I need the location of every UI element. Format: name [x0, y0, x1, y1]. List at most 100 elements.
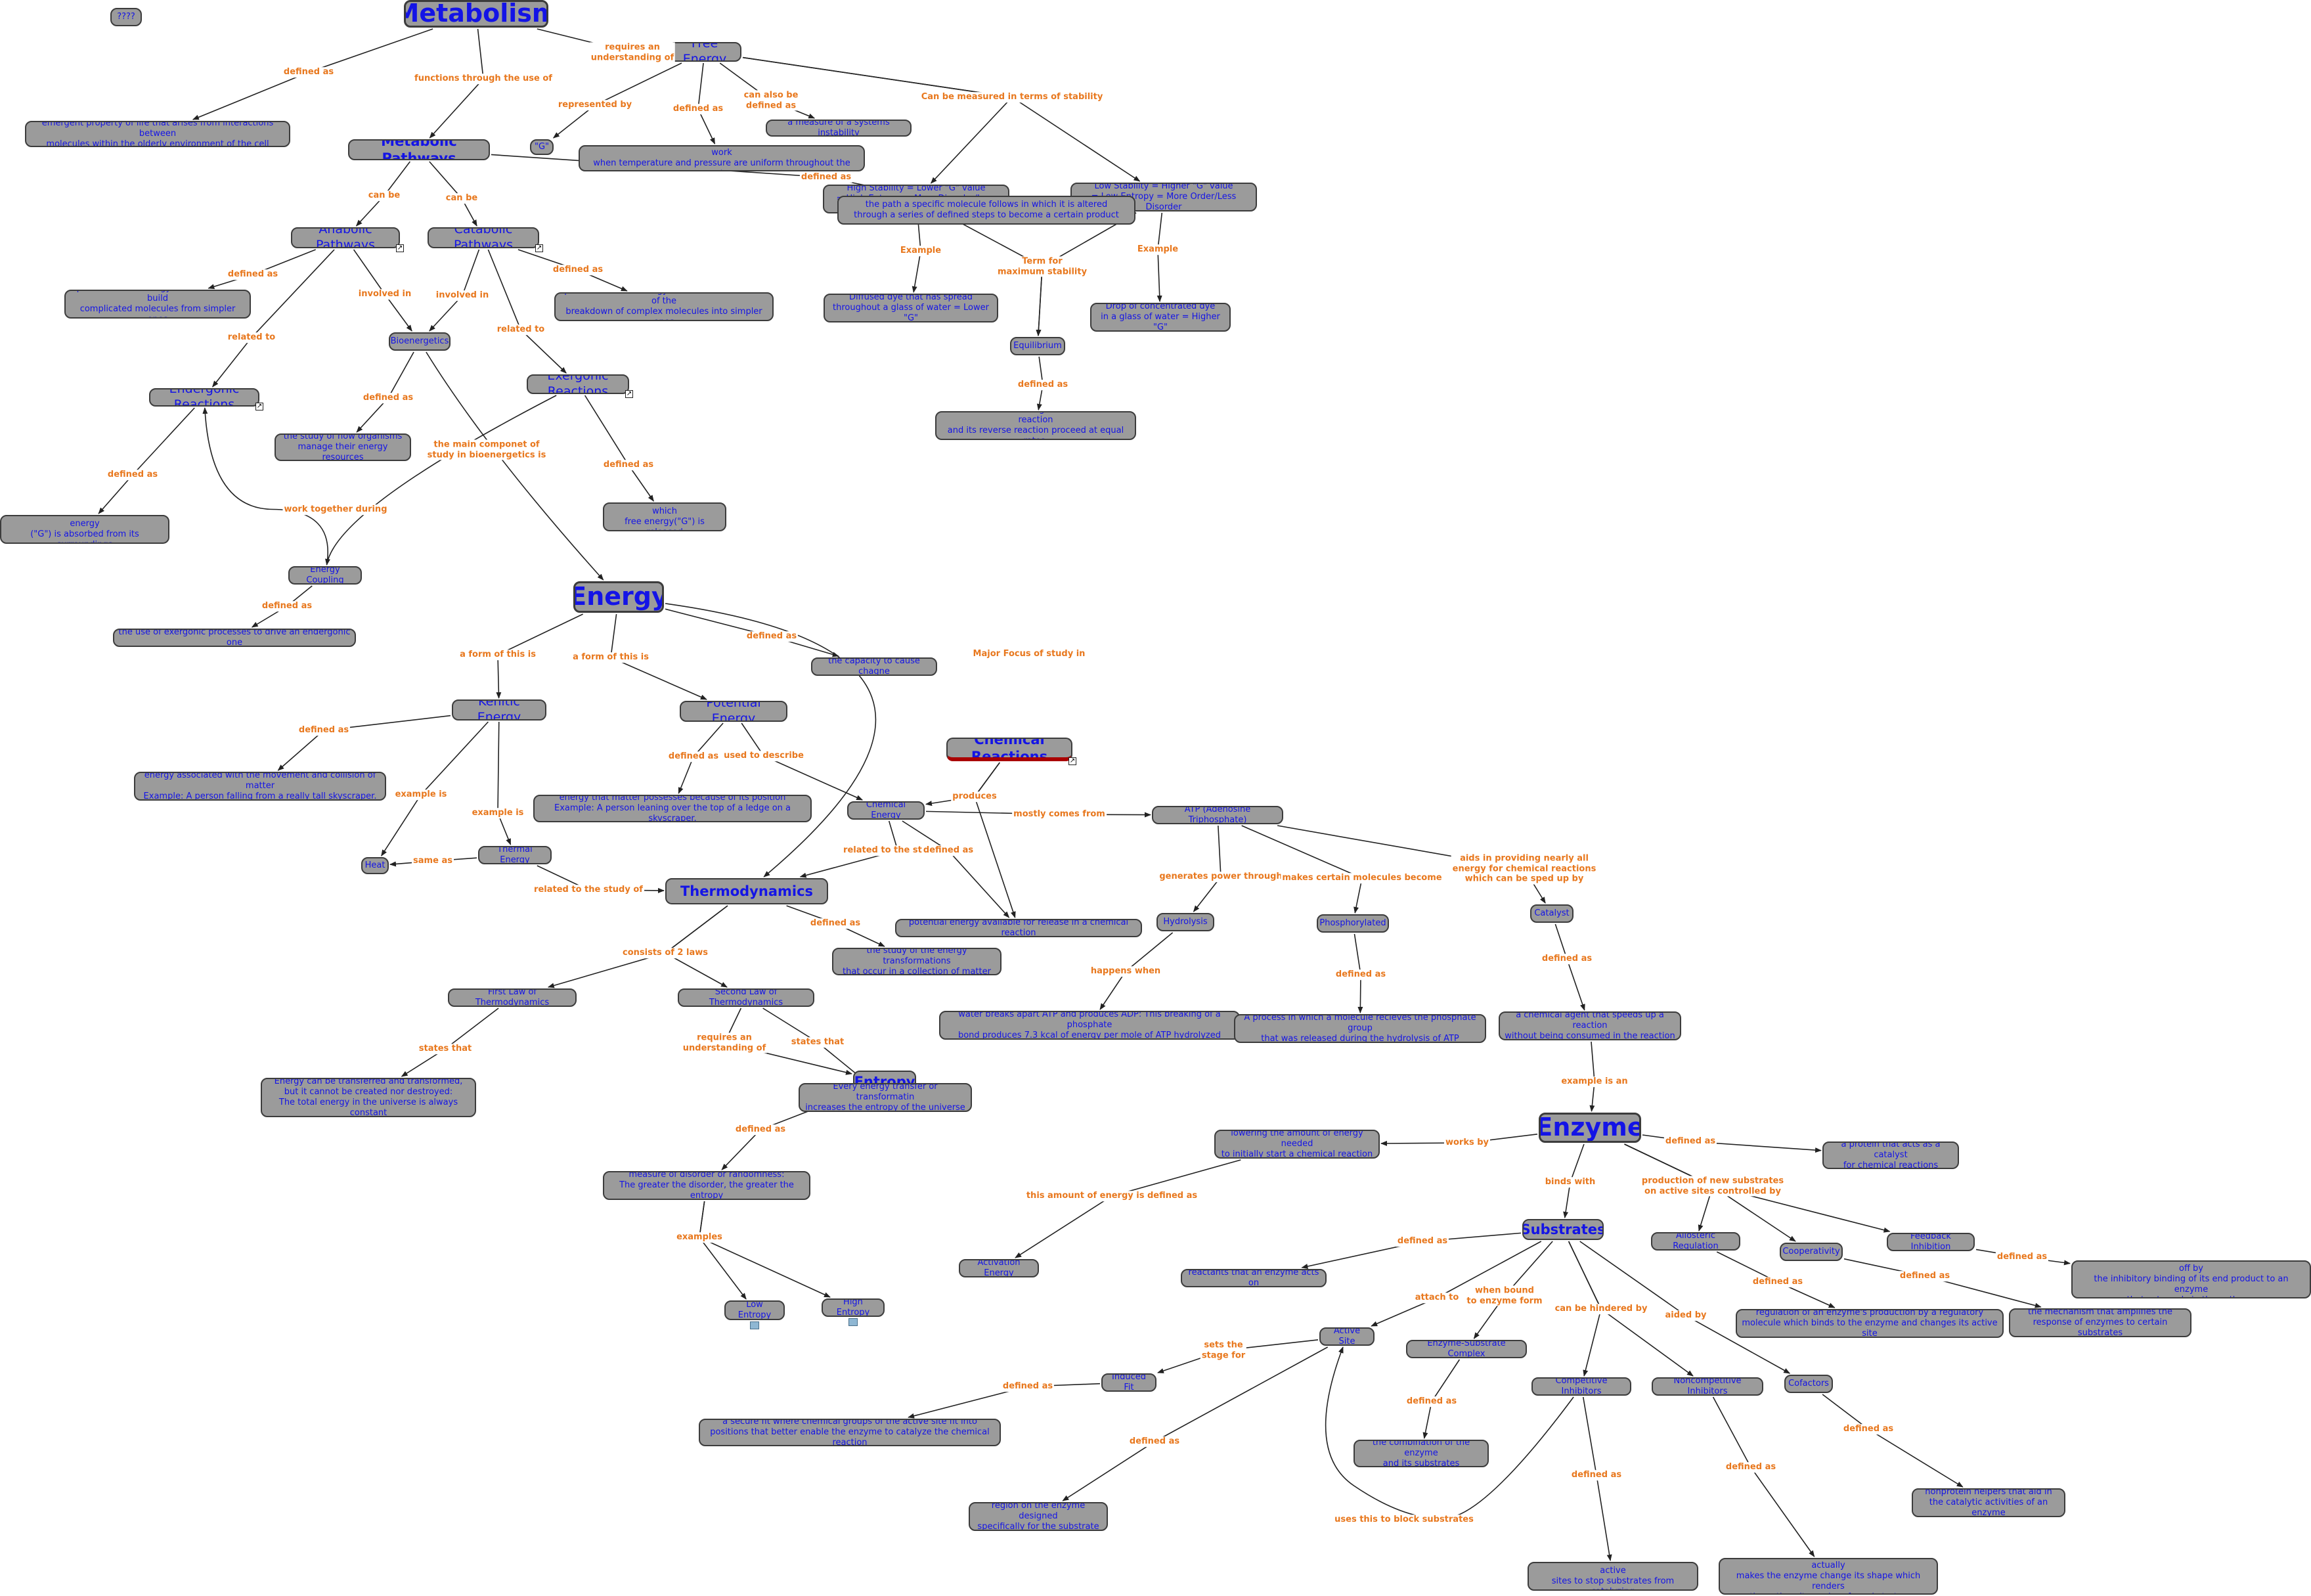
concept-node-endergonic[interactable]: Endergonic Reactions [149, 388, 259, 407]
concept-node-process-released[interactable]: process in which energy is released as a… [554, 292, 774, 321]
concept-node-competitive[interactable]: Competitive Inhibitors [1531, 1377, 1631, 1396]
concept-node-noncompetitive[interactable]: Noncompetitive Inhibitors [1652, 1377, 1763, 1396]
concept-node-study-how[interactable]: the study of how organisms manage their … [275, 433, 411, 461]
concept-node-metabolism[interactable]: Metabolism [404, 0, 548, 28]
concept-node-diffused-dye[interactable]: Diffused dye that has spread throughout … [824, 294, 998, 322]
concept-node-chem-agent[interactable]: a chemical agent that speeds up a reacti… [1499, 1011, 1681, 1040]
concept-node-enzyme[interactable]: Enzyme [1539, 1113, 1641, 1143]
concept-node-reactants[interactable]: reactants that an enzyme acts on [1181, 1269, 1327, 1287]
concept-node-thermodynamics[interactable]: Thermodynamics [665, 878, 828, 904]
concept-node-study-transform[interactable]: the study of the energy transformations … [832, 948, 1001, 975]
concept-node-condition[interactable]: the condition existing when a chemical r… [935, 411, 1136, 440]
link-shortcut-icon[interactable]: ↗ [625, 390, 633, 398]
concept-node-catalyst[interactable]: Catalyst [1530, 904, 1574, 923]
concept-node-measure-instability[interactable]: a measure of a systems instability [766, 120, 912, 137]
concept-node-measure-disorder[interactable]: measure of disorder or randomness: The g… [603, 1171, 810, 1200]
link-label-used: used to describe [722, 751, 805, 761]
concept-node-lowering[interactable]: lowering the amount of energy needed to … [1214, 1130, 1380, 1159]
concept-node-energy-coupling[interactable]: Energy Coupling [288, 566, 362, 585]
link-label-example2: Example [1135, 244, 1180, 255]
concept-node-region[interactable]: region on the enzyme designed specifical… [969, 1502, 1108, 1531]
concept-node-secure-fit[interactable]: a secure fit where chemical groups of th… [699, 1419, 1001, 1446]
concept-node-potential-def[interactable]: energy that matter possesses because of … [533, 795, 812, 822]
link-label-related2: related to [495, 324, 546, 335]
concept-node-allosteric[interactable]: Allosteric Regulation [1651, 1232, 1740, 1251]
link-label-sets: sets the stage for [1200, 1340, 1247, 1361]
concept-node-induced-fit[interactable]: Induced Fit [1101, 1373, 1156, 1392]
link-shortcut-icon[interactable]: ↗ [535, 244, 543, 252]
concept-node-es-complex[interactable]: Enzyme-Substrate Complex [1406, 1340, 1527, 1358]
concept-node-exergonic[interactable]: Exergonic Reactions [527, 374, 629, 394]
link-label-defined-eq: defined as [1016, 380, 1070, 390]
concept-node-chemical-reactions[interactable]: Chemical Reactions [946, 738, 1072, 761]
concept-node-chemical-energy[interactable]: Chemical Energy [847, 801, 925, 820]
link-label-produces: produces [951, 791, 998, 802]
link-label-defined-ce: defined as [921, 845, 975, 856]
concept-node-regulation-def[interactable]: regulation of an enzyme's production by … [1736, 1309, 2004, 1338]
concept-node-measure-portion[interactable]: a measure of the portion of a system's e… [579, 145, 865, 171]
concept-node-equilibrium[interactable]: Equilibrium [1010, 337, 1065, 355]
link-label-uses: uses this to block substrates [1333, 1515, 1475, 1525]
concept-node-chem-released[interactable]: chemical reactions in which free energy(… [603, 502, 726, 531]
concept-node-low-entropy[interactable]: Low Entropy [724, 1300, 785, 1320]
link-shortcut-icon[interactable]: ↗ [396, 244, 404, 252]
concept-node-chem-absorbed[interactable]: chemical reactions in which free energy … [0, 515, 169, 544]
concept-node-anabolic[interactable]: Anabolic Pathways [291, 227, 400, 248]
concept-node-capacity[interactable]: the capacity to cause chagne [811, 657, 937, 676]
link-label-related-td2: related to the study of [533, 885, 644, 895]
concept-node-bioenergetics[interactable]: Bioenergetics [389, 332, 451, 351]
link-label-requires-ent: requires an understanding of [681, 1032, 768, 1053]
concept-node-every-transfer[interactable]: Every energy transfer or transformatin i… [799, 1083, 972, 1112]
concept-node-metabolic-pathways[interactable]: Metabolic Pathways [348, 139, 490, 160]
connector-bioenergetics-to-study-how [356, 351, 414, 433]
concept-node-potential[interactable]: Potential Energy [680, 701, 787, 722]
concept-node-process-metabolic[interactable]: process in which a metabolic pathways is… [2071, 1260, 2311, 1298]
concept-node-nonprotein[interactable]: nonprotein helpers that aid in the catal… [1912, 1488, 2065, 1517]
link-label-involved1: involved in [357, 289, 413, 299]
concept-node-energy[interactable]: Energy [573, 581, 664, 613]
concept-node-feedback[interactable]: Feedback Inhibition [1887, 1233, 1975, 1251]
concept-node-phosphorylated[interactable]: Phosphorylated [1317, 914, 1389, 933]
link-shortcut-icon[interactable]: ↗ [1068, 757, 1076, 765]
concept-node-hydrolysis[interactable]: Hydrolysis [1156, 913, 1214, 931]
concept-node-kinetic[interactable]: Kenitic Energy [452, 699, 546, 720]
concept-node-catabolic[interactable]: Catabolic Pathways [428, 227, 539, 248]
concept-node-energy-transferred[interactable]: Energy can be transferred and transforme… [261, 1078, 476, 1117]
concept-node-toxins[interactable]: toxins or poisons that bind to enzymes a… [1719, 1558, 1938, 1595]
concept-node-path-molecule[interactable]: the path a specific molecule follows in … [837, 196, 1135, 225]
concept-node-emergent[interactable]: emergent property of life that arises fr… [25, 121, 290, 147]
link-shortcut-icon[interactable]: ↗ [255, 403, 263, 410]
concept-node-g[interactable]: "G" [530, 139, 554, 155]
concept-node-potential-release[interactable]: potential energy available for release i… [895, 919, 1142, 937]
concept-node-heat[interactable]: Heat [361, 857, 389, 874]
concept-node-activation[interactable]: Activation Energy [959, 1259, 1039, 1277]
concept-node-process-recieves[interactable]: A process in which a molecule recieves t… [1234, 1014, 1486, 1043]
concept-node-cofactors[interactable]: Cofactors [1784, 1375, 1833, 1393]
concept-node-thermal[interactable]: Thermal Energy [478, 846, 552, 864]
concept-node-use-exergonic[interactable]: the use of exergonic processes to drive … [113, 629, 356, 647]
concept-node-qq[interactable]: ???? [110, 8, 142, 26]
concept-node-atp[interactable]: ATP (Adenosine Triphosphate) [1152, 806, 1283, 824]
link-label-same: same as [412, 856, 454, 866]
link-label-defined-bio: defined as [361, 393, 415, 403]
concept-node-process-consumed[interactable]: process where energy is consumed to buil… [64, 290, 251, 319]
concept-node-protein[interactable]: a protein that acts as a catalyst for ch… [1822, 1142, 1959, 1169]
concept-node-free-energy[interactable]: Free Energy [668, 42, 741, 62]
concept-node-second-law[interactable]: Second Law of Thermodynamics [678, 988, 814, 1007]
concept-node-first-law[interactable]: First Law of Thermodynamics [448, 988, 577, 1007]
image-resource-icon[interactable] [848, 1318, 858, 1326]
concept-node-kinetic-def[interactable]: energy associated with the movement and … [134, 772, 386, 801]
link-label-states2: states that [789, 1037, 846, 1048]
concept-node-mechanism[interactable]: the mechanism that amplifies the respons… [2009, 1308, 2191, 1337]
concept-node-water-breaks[interactable]: water breaks apart ATP and produces ADP:… [939, 1011, 1240, 1040]
image-resource-icon[interactable] [750, 1321, 759, 1329]
connector-low-stability-to-drop-dye [1156, 212, 1163, 302]
concept-node-substrates[interactable]: Substrates [1522, 1219, 1604, 1240]
concept-node-drop-dye[interactable]: Drop of concentrated dye in a glass of w… [1090, 303, 1231, 332]
concept-node-active-site[interactable]: Active Site [1319, 1327, 1375, 1346]
concept-node-cooperativity[interactable]: Cooperativity [1780, 1243, 1843, 1261]
link-label-example1: Example [898, 246, 943, 256]
concept-node-high-entropy[interactable]: High Entropy [822, 1298, 885, 1317]
concept-node-combination[interactable]: the combination of the enzyme and its su… [1354, 1440, 1489, 1467]
